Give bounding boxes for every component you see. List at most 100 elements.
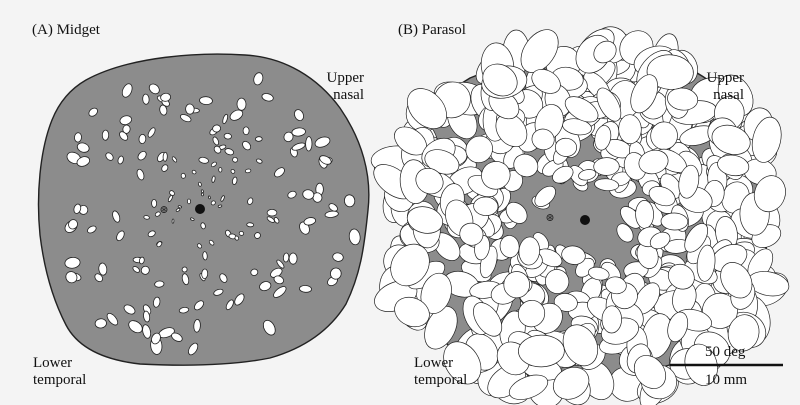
midget-cell (273, 275, 285, 285)
midget-cell (302, 189, 315, 200)
midget-cell (151, 332, 161, 345)
midget-cell (191, 169, 197, 175)
midget-cell (211, 175, 216, 183)
midget-cell (74, 132, 82, 143)
midget-cell (259, 281, 272, 292)
midget-cell (288, 252, 298, 265)
midget-cell (299, 285, 312, 293)
midget-cell (213, 288, 224, 296)
midget-cell (140, 265, 150, 275)
panel-b-upper-label: Upper nasal (680, 70, 745, 104)
panel-a-upper-line2: nasal (333, 87, 364, 103)
panel-b-lower-label: Lower temporal (414, 355, 467, 389)
midget-cell (116, 230, 125, 242)
midget-cell (154, 280, 165, 288)
midget-cell (253, 72, 264, 86)
midget-cell (94, 273, 103, 283)
parasol-cell (594, 178, 620, 192)
midget-cell (76, 156, 90, 167)
parasol-cell (443, 341, 482, 385)
midget-cell (210, 161, 217, 168)
midget-cell (181, 273, 190, 286)
midget-cell (234, 293, 245, 306)
midget-cell (314, 136, 331, 148)
midget-cell (142, 324, 152, 339)
midget-cell (185, 103, 195, 115)
midget-cell (68, 219, 78, 230)
parasol-cell (503, 271, 530, 299)
midget-cell (179, 114, 192, 123)
midget-cell (283, 131, 294, 143)
parasol-cell (553, 293, 578, 312)
midget-cell (180, 172, 186, 179)
parasol-cell (616, 223, 634, 243)
midget-cell (94, 318, 107, 329)
midget-cell (218, 167, 223, 173)
midget-cell (229, 109, 244, 121)
midget-cell (212, 136, 220, 146)
parasol-cell (596, 87, 622, 122)
midget-cell (224, 148, 235, 156)
midget-cell (198, 156, 209, 164)
midget-cell (250, 268, 259, 276)
midget-cell (256, 158, 263, 164)
parasol-cell (633, 355, 667, 389)
scale-bar-deg-label: 50 deg (705, 344, 746, 360)
parasol-cell (406, 206, 444, 234)
parasol-cell (420, 272, 452, 314)
fovea-dot-icon (195, 204, 205, 214)
panel-a-upper-line1: Upper (326, 70, 365, 86)
midget-cell (208, 195, 211, 200)
midget-cell (121, 83, 133, 98)
panel-b-title: (B) Parasol (398, 22, 466, 38)
midget-cell (303, 217, 317, 226)
midget-cell (199, 96, 213, 105)
parasol-cell (717, 154, 750, 177)
fovea-dot-icon (580, 215, 590, 225)
parasol-cell (601, 305, 622, 334)
midget-cell (142, 93, 150, 105)
parasol-cell (593, 40, 617, 64)
parasol-cell (646, 54, 694, 90)
midget-cell (200, 189, 204, 194)
panel-a-upper-label: Upper nasal (300, 70, 365, 104)
midget-cell (171, 332, 183, 342)
parasol-cell (711, 124, 751, 155)
parasol-cell (499, 235, 520, 258)
midget-cell-mosaic (64, 72, 361, 356)
midget-cell (210, 200, 216, 206)
panel-a-lower-line1: Lower (33, 355, 73, 371)
midget-cell (200, 222, 206, 230)
parasol-cell (407, 88, 447, 130)
midget-cell (254, 232, 261, 239)
panel-a-title: (A) Midget (32, 22, 100, 38)
parasol-cell (518, 334, 565, 368)
midget-cell (287, 190, 297, 199)
midget-cell (64, 256, 81, 269)
midget-cell (234, 235, 240, 241)
parasol-cell (667, 87, 699, 111)
midget-cell (200, 192, 204, 197)
midget-cell (329, 267, 342, 280)
parasol-cell (552, 165, 574, 184)
parasol-cell (473, 196, 499, 216)
midget-cell (242, 126, 250, 136)
midget-cell (171, 218, 175, 224)
midget-cell (188, 342, 199, 356)
midget-cell (65, 271, 78, 284)
midget-cell (76, 142, 90, 153)
panel-b-upper-line1: Upper (706, 70, 745, 86)
midget-cell (171, 156, 178, 163)
optic-disc-icon: ⊛ (545, 212, 554, 224)
midget-cell (88, 107, 98, 117)
midget-cell (106, 312, 119, 326)
midget-cell (319, 155, 332, 165)
panel-b-lower-line2: temporal (414, 372, 468, 388)
parasol-cell (667, 263, 695, 290)
midget-cell (178, 307, 190, 314)
midget-cell (294, 109, 304, 121)
parasol-cell (545, 269, 570, 294)
midget-cell (193, 319, 201, 333)
parasol-cell (415, 167, 444, 195)
midget-cell (266, 209, 278, 217)
